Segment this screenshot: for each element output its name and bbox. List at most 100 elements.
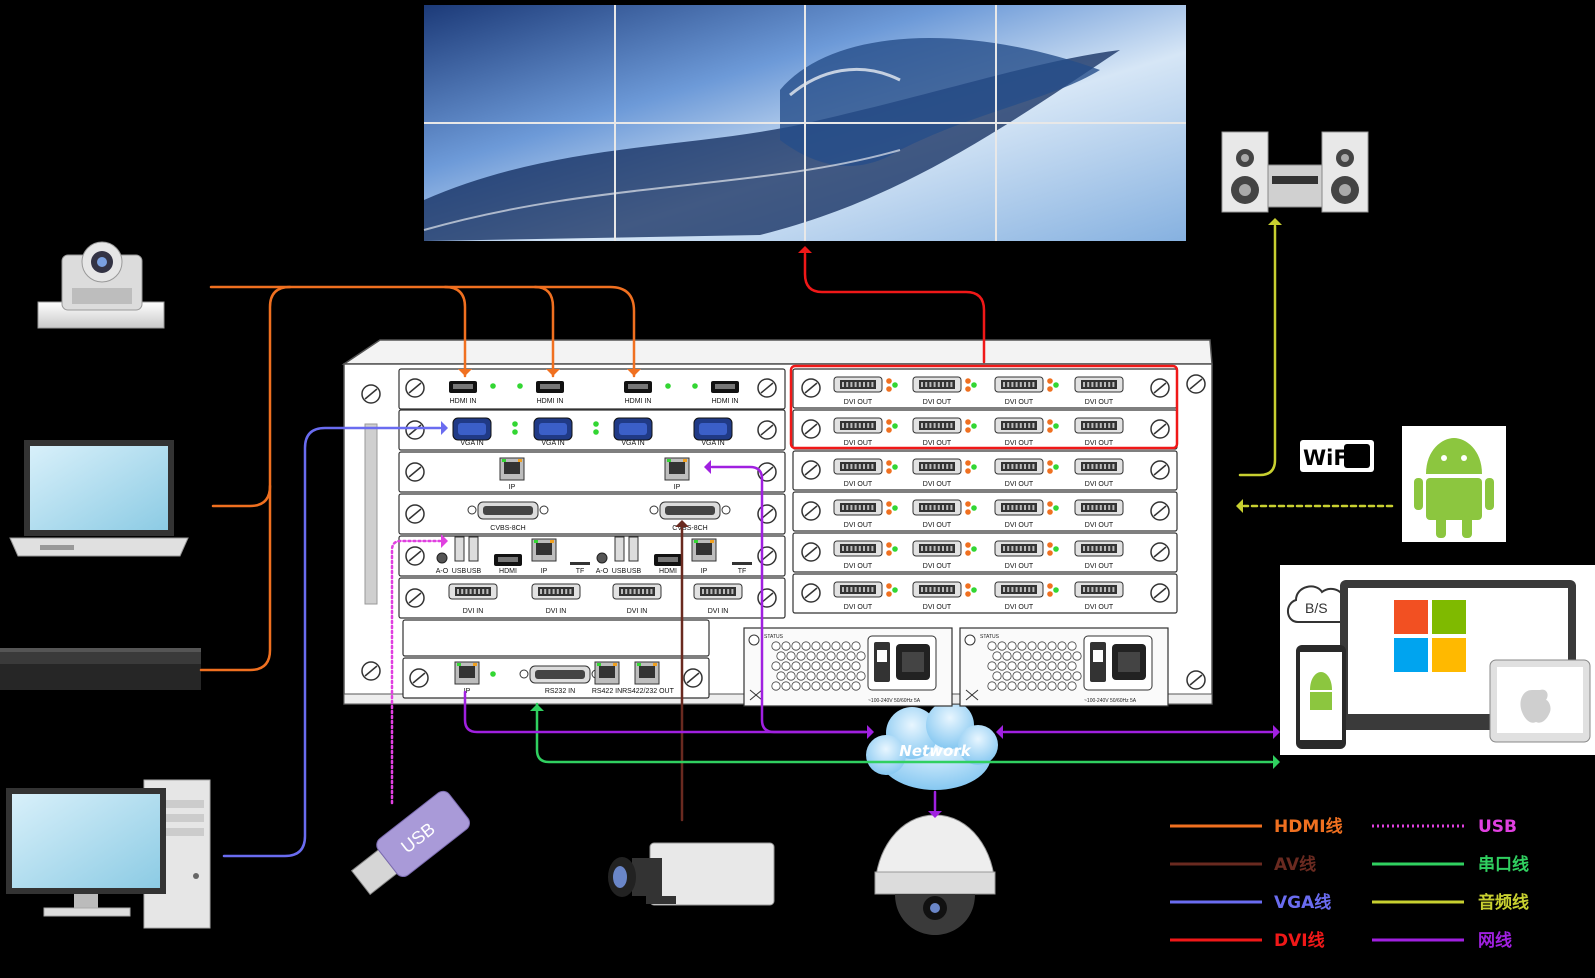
led-indicator	[965, 583, 971, 589]
led-indicator	[886, 501, 892, 507]
vga-in-label: VGA IN	[701, 440, 724, 447]
led-indicator	[971, 464, 977, 470]
led-indicator	[892, 464, 898, 470]
hdmi-cable	[199, 285, 292, 672]
led-indicator	[1047, 386, 1053, 392]
led-indicator	[1053, 464, 1059, 470]
dvi-out-label: DVI OUT	[1005, 440, 1034, 447]
arrow-head	[441, 421, 448, 435]
dvi-port	[693, 583, 743, 600]
vga-in-label: VGA IN	[621, 440, 644, 447]
desktop-pc-icon	[6, 779, 211, 929]
network-label: Network	[899, 742, 971, 760]
tf-label: TF	[576, 568, 585, 575]
blank-card	[402, 619, 710, 657]
dvi-port	[833, 581, 883, 598]
arrow-head	[546, 369, 560, 376]
legend-label: 网线	[1478, 930, 1512, 951]
dvi-out-label: DVI OUT	[844, 440, 873, 447]
dvi-out-label: DVI OUT	[1005, 604, 1034, 611]
dvi-out-label: DVI OUT	[1085, 522, 1114, 529]
dvi-out-label: DVI OUT	[923, 481, 952, 488]
arrow-head	[627, 369, 641, 376]
ao-label: A-O	[596, 568, 609, 575]
dvi-port	[994, 417, 1044, 434]
led-indicator	[512, 429, 518, 435]
usb-label: USB	[467, 568, 482, 575]
dvi-port	[1074, 581, 1124, 598]
hdmi-label: HDMI	[499, 568, 517, 575]
led-indicator	[1047, 460, 1053, 466]
led-indicator	[1053, 382, 1059, 388]
wifi-label: WiFi	[1303, 446, 1355, 470]
db-port	[467, 501, 549, 520]
video-wall	[423, 5, 1186, 241]
vga-cable	[222, 426, 442, 858]
legend-label: HDMI线	[1274, 816, 1343, 837]
hdmi-in-label: HDMI IN	[625, 398, 652, 405]
usb-label: USB	[452, 568, 467, 575]
led-indicator	[665, 383, 671, 389]
dvi-out-label: DVI OUT	[844, 481, 873, 488]
led-indicator	[886, 427, 892, 433]
rs422-out-label: RS422/232 OUT	[622, 688, 674, 695]
screw-icon	[405, 546, 425, 566]
dvi-out-label: DVI OUT	[844, 522, 873, 529]
dvi-out-label: DVI OUT	[923, 399, 952, 406]
psu-rating-label: ~100-240V 50/60Hz 5A	[868, 698, 921, 704]
screw-icon	[1186, 374, 1206, 394]
screw-icon	[405, 462, 425, 482]
dvi-port	[912, 376, 962, 393]
dvi-port	[1074, 376, 1124, 393]
screw-icon	[757, 546, 777, 566]
bs-label: B/S	[1305, 600, 1328, 616]
power-supply: STATUS ~100-240V 50/60Hz 5A	[959, 627, 1169, 707]
led-indicator	[965, 419, 971, 425]
legend-item: 音频线	[1372, 892, 1529, 913]
led-indicator	[593, 429, 599, 435]
dvi-out-label: DVI OUT	[844, 604, 873, 611]
dvi-port	[912, 499, 962, 516]
led-indicator	[1047, 583, 1053, 589]
screw-icon	[1150, 419, 1170, 439]
screw-icon	[405, 420, 425, 440]
arrow-head	[1273, 725, 1280, 739]
screw-icon	[801, 542, 821, 562]
bs-clients-panel: B/S	[1280, 565, 1595, 755]
legend-label: 串口线	[1478, 854, 1529, 875]
legend-label: USB	[1478, 817, 1517, 837]
led-indicator	[892, 587, 898, 593]
dvi-port	[994, 376, 1044, 393]
hdmi-port	[536, 381, 564, 393]
usb-label: USB	[612, 568, 627, 575]
screw-icon	[1186, 670, 1206, 690]
dvi-out-label: DVI OUT	[1005, 522, 1034, 529]
led-indicator	[886, 583, 892, 589]
led-indicator	[886, 542, 892, 548]
led-indicator	[1053, 423, 1059, 429]
led-indicator	[1047, 501, 1053, 507]
usb-label: USB	[627, 568, 642, 575]
screw-icon	[757, 378, 777, 398]
psu-rating-label: ~100-240V 50/60Hz 5A	[1084, 698, 1137, 704]
ethernet-port	[691, 538, 717, 562]
usb-stick-icon: USB	[350, 790, 471, 896]
legend-item: AV线	[1170, 854, 1316, 875]
dvi-out-label: DVI OUT	[1005, 481, 1034, 488]
dvi-port	[994, 458, 1044, 475]
led-indicator	[512, 421, 518, 427]
status-label: STATUS	[980, 634, 1000, 640]
dvi-out-label: DVI OUT	[923, 440, 952, 447]
arrow-head	[1236, 499, 1243, 513]
fan-icon	[965, 689, 979, 701]
dvi-port	[912, 458, 962, 475]
led-indicator	[965, 501, 971, 507]
led-indicator	[886, 591, 892, 597]
dvi-cable	[803, 252, 986, 364]
